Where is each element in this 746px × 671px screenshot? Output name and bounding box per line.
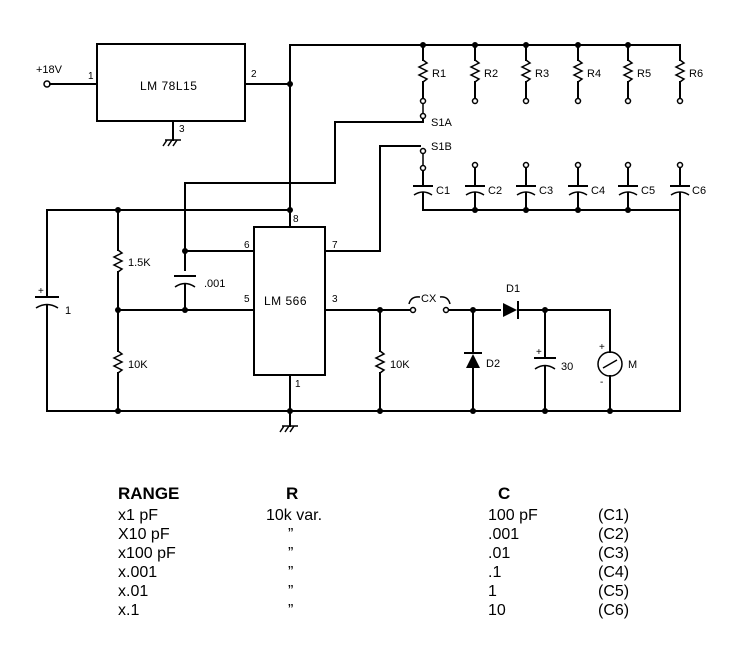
cell-r: 10k var. — [266, 507, 323, 524]
meter-cap-plus: + — [536, 347, 542, 358]
label-s1a: S1A — [431, 117, 452, 129]
table-row: x.1 ” 10 (C6) — [118, 601, 658, 620]
ground-symbol-main — [279, 425, 298, 433]
cell-cap-ref: (C1) — [598, 507, 630, 524]
cell-cap-ref: (C2) — [598, 526, 630, 543]
cell-c: 10 — [488, 602, 506, 619]
regulator-label: LM 78L15 — [140, 79, 197, 93]
meter-cap-label: 30 — [561, 361, 573, 373]
table-row: x.001 ” .1 (C4) — [118, 563, 658, 582]
cell-range: x1 pF — [118, 507, 159, 524]
cell-r: ” — [288, 526, 294, 543]
resistor-bank — [417, 42, 686, 105]
table-row: x100 pF ” .01 (C3) — [118, 544, 658, 563]
regulator-box — [96, 43, 246, 122]
label-r5: R5 — [637, 68, 651, 80]
cell-r: ” — [288, 602, 294, 619]
ground-symbol-reg — [162, 139, 181, 147]
timing-cap-label: .001 — [204, 278, 225, 290]
cell-range: X10 pF — [118, 526, 170, 543]
label-s1b: S1B — [431, 141, 452, 153]
cell-c: 100 pF — [488, 507, 538, 524]
label-r6: R6 — [689, 68, 703, 80]
label-c5: C5 — [641, 185, 655, 197]
diode-d1-label: D1 — [506, 283, 520, 295]
meter-plus: + — [599, 342, 605, 353]
reg-pin-gnd: 3 — [179, 124, 185, 135]
cell-r: ” — [288, 564, 294, 581]
reg-pin-in: 1 — [88, 71, 94, 82]
header-r: R — [286, 484, 299, 503]
cell-c: 1 — [488, 583, 497, 600]
diode-d2 — [466, 354, 480, 368]
r-divider-top-label: 1.5K — [128, 257, 151, 269]
header-c: C — [498, 484, 511, 503]
filter-cap-plus: + — [38, 286, 44, 297]
ic-pin-7: 7 — [332, 240, 338, 251]
label-r1: R1 — [432, 68, 446, 80]
output-resistor-label: 10K — [390, 359, 410, 371]
r-divider-bottom-label: 10K — [128, 359, 148, 371]
label-c4: C4 — [591, 185, 605, 197]
diode-d2-label: D2 — [486, 358, 500, 370]
label-r3: R3 — [535, 68, 549, 80]
cell-cap-ref: (C3) — [598, 545, 630, 562]
label-c2: C2 — [488, 185, 502, 197]
cell-range: x.001 — [118, 564, 158, 581]
lm566-label: LM 566 — [264, 294, 307, 308]
label-c6: C6 — [692, 185, 706, 197]
cx-label: CX — [421, 293, 437, 305]
capacitor-bank — [413, 161, 690, 213]
ic-pin-5: 5 — [244, 294, 250, 305]
cx-terminal-right — [442, 306, 450, 314]
label-c1: C1 — [436, 185, 450, 197]
ic-pin-1: 1 — [295, 379, 301, 390]
ic-pin-3: 3 — [332, 294, 338, 305]
circuit-schematic: +18V 1 LM 78L15 2 3 R1 R2 R3 R4 R5 R6 S1… — [35, 42, 706, 433]
header-cap-ref — [598, 482, 658, 506]
lm566-box — [253, 226, 326, 376]
table-header-row: RANGE R C — [118, 482, 658, 506]
cell-range: x100 pF — [118, 545, 176, 562]
meter-label: M — [628, 359, 637, 371]
header-range: RANGE — [118, 484, 180, 503]
reg-pin-out: 2 — [251, 69, 257, 80]
diode-d1 — [503, 303, 517, 317]
cell-r: ” — [288, 545, 294, 562]
switch-s1b-pole — [419, 147, 427, 155]
cell-cap-ref: (C4) — [598, 564, 630, 581]
meter-minus: - — [600, 377, 603, 388]
ic-pin-6: 6 — [244, 240, 250, 251]
cell-r: ” — [288, 583, 294, 600]
table-row: X10 pF ” .001 (C2) — [118, 525, 658, 544]
label-r2: R2 — [484, 68, 498, 80]
cell-c: .1 — [488, 564, 502, 581]
cell-cap-ref: (C5) — [598, 583, 630, 600]
cell-c: .001 — [488, 526, 520, 543]
switch-s1a-pole — [419, 112, 427, 120]
filter-cap-label: 1 — [65, 305, 71, 317]
table-row: x.01 ” 1 (C5) — [118, 582, 658, 601]
cell-c: .01 — [488, 545, 511, 562]
supply-label: +18V — [36, 64, 63, 76]
range-table: RANGE R C x1 pF 10k var. 100 pF (C1) X10… — [118, 482, 658, 620]
ic-pin-8: 8 — [293, 214, 299, 225]
cell-cap-ref: (C6) — [598, 602, 630, 619]
label-r4: R4 — [587, 68, 601, 80]
cx-terminal-left — [409, 306, 417, 314]
cell-range: x.1 — [118, 602, 140, 619]
cell-range: x.01 — [118, 583, 149, 600]
label-c3: C3 — [539, 185, 553, 197]
table-row: x1 pF 10k var. 100 pF (C1) — [118, 506, 658, 525]
